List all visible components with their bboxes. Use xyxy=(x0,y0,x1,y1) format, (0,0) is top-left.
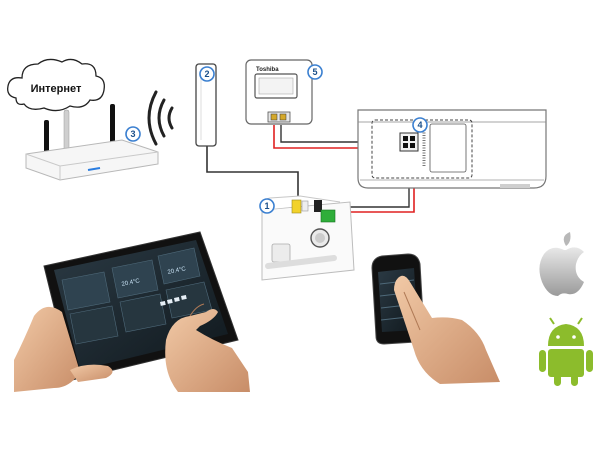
callout-2: 2 xyxy=(199,66,215,82)
antenna xyxy=(195,63,217,147)
callout-3: 3 xyxy=(125,126,141,142)
callout-1: 1 xyxy=(259,198,275,214)
cloud-label: Интернет xyxy=(31,83,82,95)
wifi-controller xyxy=(261,195,355,281)
wifi-signal-icon xyxy=(147,90,174,146)
callout-4: 4 xyxy=(412,117,428,133)
tablet-readout-1: 20.4°C xyxy=(121,278,141,288)
callout-4-number: 4 xyxy=(417,120,422,130)
indoor-ac-unit xyxy=(357,109,547,189)
android-logo-icon xyxy=(539,317,593,386)
tablet-hands xyxy=(14,303,250,392)
callout-5: 5 xyxy=(307,64,323,80)
apple-logo-icon xyxy=(539,232,584,296)
tablet-readout-2: 20.4°C xyxy=(167,266,187,276)
wifi-router xyxy=(25,104,159,181)
thermostat: Toshiba xyxy=(245,59,313,125)
thermostat-brand: Toshiba xyxy=(256,67,279,73)
callout-2-number: 2 xyxy=(204,69,209,79)
callout-3-number: 3 xyxy=(130,129,135,139)
callout-5-number: 5 xyxy=(312,67,317,77)
internet-cloud: Интернет xyxy=(7,58,105,112)
phone-hand xyxy=(394,275,500,384)
callout-1-number: 1 xyxy=(264,201,269,211)
